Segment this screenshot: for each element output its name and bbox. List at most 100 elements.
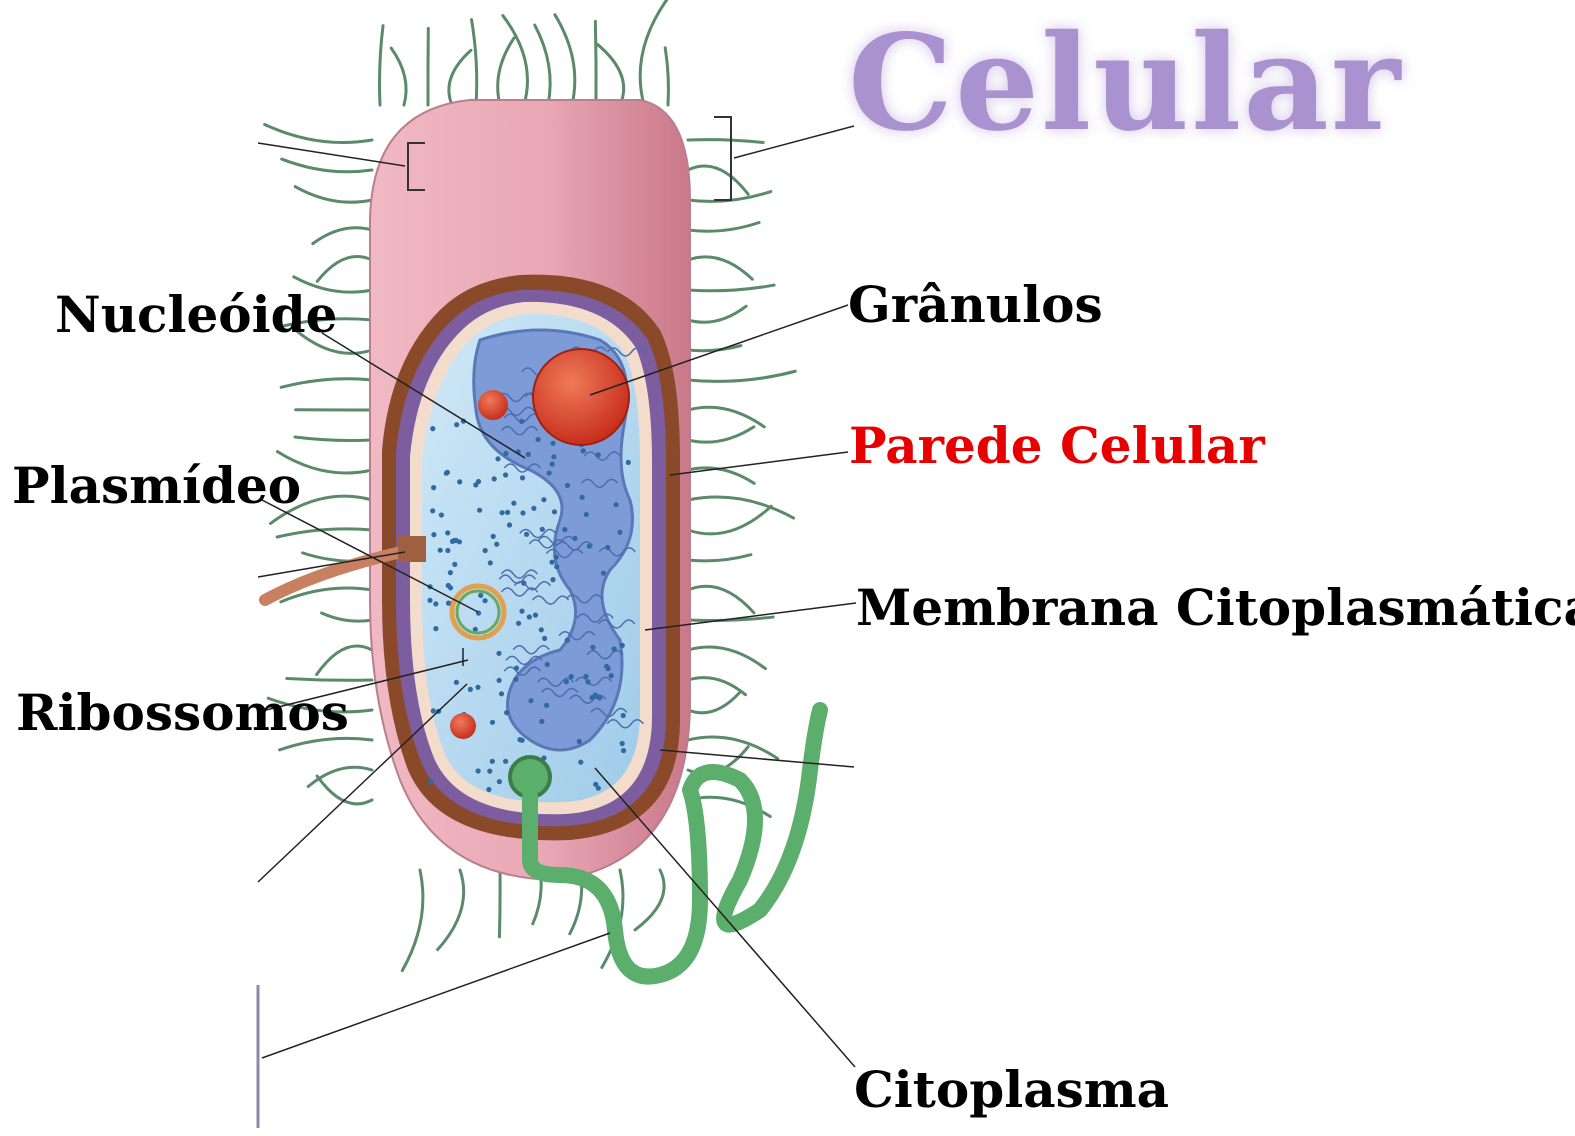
ribosome-dot xyxy=(490,759,495,764)
ribosome-dot xyxy=(475,685,480,690)
ribosome-dot xyxy=(477,508,482,513)
ribosome-dot xyxy=(531,506,536,511)
ribosome-dot xyxy=(584,512,589,517)
ribosome-dot xyxy=(590,645,595,650)
ribosome-dot xyxy=(445,530,450,535)
ribosome-dot xyxy=(578,760,583,765)
ribosome-dot xyxy=(601,571,606,576)
ribosome-dot xyxy=(444,471,449,476)
ribosome-dot xyxy=(427,598,432,603)
pilus-hair xyxy=(688,140,763,143)
ribosome-dot xyxy=(614,502,619,507)
ribosome-dot xyxy=(511,501,516,506)
label-citoplasma: Citoplasma xyxy=(854,1065,1169,1115)
ribosome-dot xyxy=(541,497,546,502)
ribosome-dot xyxy=(565,483,570,488)
ribosome-dot xyxy=(565,638,570,643)
ribosome-dot xyxy=(519,609,524,614)
ribosome-dot xyxy=(448,570,453,575)
ribosome-dot xyxy=(594,694,599,699)
pilus-hair xyxy=(391,48,406,105)
pilus-hair xyxy=(498,38,514,105)
ribosome-dot xyxy=(507,522,512,527)
ribosome-dot xyxy=(497,779,502,784)
ribosome-dot xyxy=(542,636,547,641)
pilus-hair xyxy=(688,693,739,713)
ribosome-dot xyxy=(499,691,504,696)
pilus-hair xyxy=(317,646,372,675)
pilus-hair xyxy=(665,48,668,105)
ribosome-dot xyxy=(445,548,450,553)
granule-small-bottom xyxy=(450,713,476,739)
ribosome-dot xyxy=(505,510,510,515)
ribosome-dot xyxy=(585,679,590,684)
ribosome-dot xyxy=(488,560,493,565)
label-membrana-citoplasmatica: Membrana Citoplasmática xyxy=(856,583,1575,633)
ribosome-dot xyxy=(539,627,544,632)
ribosome-dot xyxy=(430,426,435,431)
pilus-hair xyxy=(640,0,667,105)
pilus-hair xyxy=(472,20,477,105)
pilus-hair xyxy=(688,223,759,232)
ribosome-dot xyxy=(521,581,526,586)
ribosome-dot xyxy=(550,577,555,582)
ribosome-dot xyxy=(564,679,569,684)
pilus-base xyxy=(398,536,426,562)
ribosome-dot xyxy=(433,626,438,631)
ribosome-dot xyxy=(536,437,541,442)
ribosome-dot xyxy=(549,560,554,565)
ribosome-dot xyxy=(609,673,614,678)
ribosome-dot xyxy=(554,564,559,569)
pilus-hair xyxy=(449,50,471,105)
ribosome-dot xyxy=(528,698,533,703)
ribosome-dot xyxy=(513,677,518,682)
pilus-hair xyxy=(282,159,372,172)
pilus-hair xyxy=(438,870,464,950)
pilus-hair xyxy=(503,16,528,105)
ribosome-dot xyxy=(520,475,525,480)
ribosome-dot xyxy=(452,562,457,567)
ribosome-dot xyxy=(468,687,473,692)
ribosome-dot xyxy=(580,495,585,500)
ribosome-dot xyxy=(540,527,545,532)
pilus-hair xyxy=(688,678,746,695)
label-plasmideo: Plasmídeo xyxy=(12,461,301,511)
pilus-hair xyxy=(688,586,754,613)
ribosome-dot xyxy=(589,695,594,700)
pilus-hair xyxy=(287,678,372,680)
ribosome-dot xyxy=(496,651,501,656)
ribosome-dot xyxy=(503,472,508,477)
ribosome-dot xyxy=(503,759,508,764)
ribosome-dot xyxy=(539,719,544,724)
ribosome-dot xyxy=(433,601,438,606)
label-nucleoide: Nucleóide xyxy=(55,290,337,340)
ribosome-dot xyxy=(490,720,495,725)
pilus-hair xyxy=(688,346,741,351)
ribosome-dot xyxy=(552,509,557,514)
ribosome-dot xyxy=(596,452,601,457)
label-ribossomos: Ribossomos xyxy=(16,688,349,738)
pilus-hair xyxy=(535,25,550,105)
ribosome-dot xyxy=(626,460,631,465)
ribosome-dot xyxy=(620,643,625,648)
ribosome-dot xyxy=(612,647,617,652)
ribosome-dot xyxy=(572,536,577,541)
ribosome-dot xyxy=(483,548,488,553)
pilus-hair xyxy=(295,187,372,203)
ribosome-dot xyxy=(605,545,610,550)
ribosome-dot xyxy=(476,768,481,773)
ribosome-dot xyxy=(569,674,574,679)
granule-small-top xyxy=(478,390,508,420)
pilus-hair xyxy=(635,870,664,930)
ribosome-dot xyxy=(550,462,555,467)
ribosome-dot xyxy=(551,454,556,459)
ribosome-dot xyxy=(497,678,502,683)
pilus-hair xyxy=(688,737,778,759)
pilus-hair xyxy=(595,21,596,105)
ribosome-dot xyxy=(544,703,549,708)
ribosome-dot xyxy=(483,598,488,603)
ribosome-dot xyxy=(621,748,626,753)
ribosome-dot xyxy=(453,538,458,543)
